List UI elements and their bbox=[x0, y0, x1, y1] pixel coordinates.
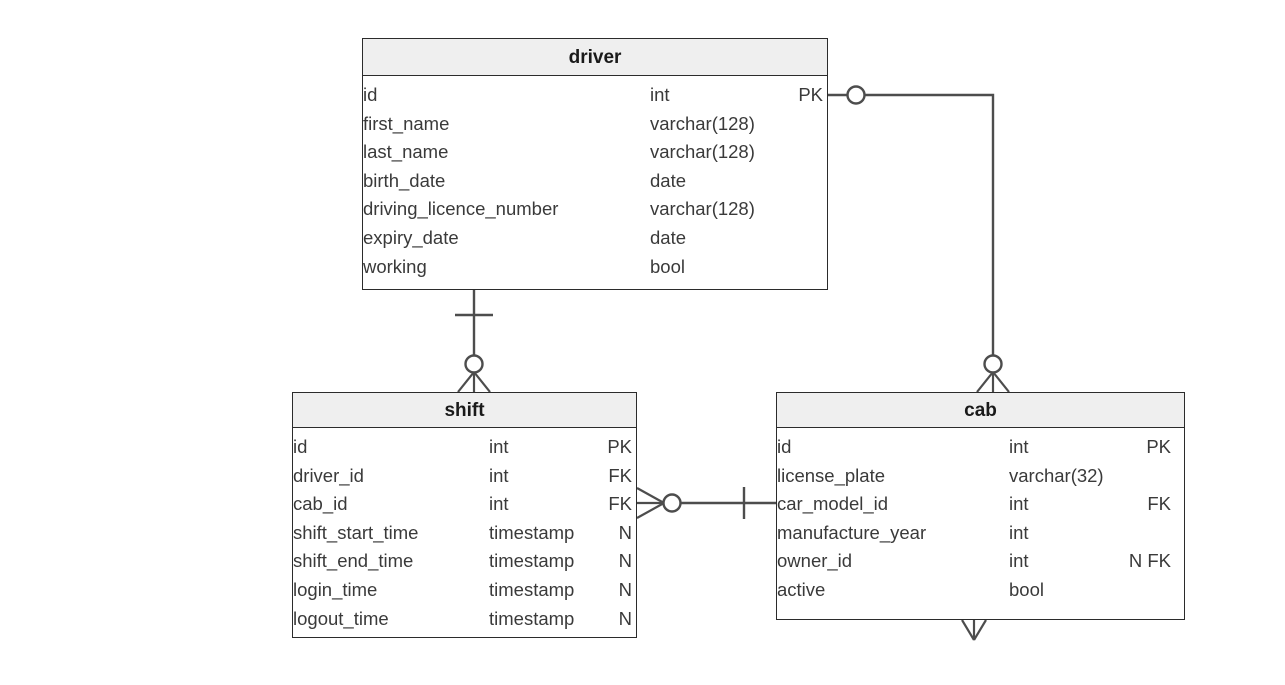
attribute-flag: PK bbox=[1146, 436, 1171, 457]
entity-driver-title: driver bbox=[363, 39, 827, 76]
attribute-row: shift_start_time timestamp N bbox=[293, 519, 636, 548]
crowfoot-shift-side bbox=[636, 487, 665, 519]
attribute-type: date bbox=[650, 169, 687, 191]
relationship-driver-shift bbox=[455, 290, 493, 393]
attribute-name: owner_id bbox=[777, 550, 853, 572]
attribute-row: logout_time timestamp N bbox=[293, 605, 636, 634]
attribute-flag: FK bbox=[1147, 493, 1171, 515]
cardinality-zero-circle bbox=[464, 354, 484, 374]
attribute-name: shift_start_time bbox=[293, 521, 419, 543]
attribute-name: driver_id bbox=[293, 464, 364, 486]
attribute-row: id int PK bbox=[293, 433, 636, 462]
cardinality-zero-circle bbox=[846, 85, 866, 105]
attribute-type: int bbox=[650, 84, 670, 105]
crowfoot-cab bbox=[976, 371, 1010, 393]
attribute-type: varchar(128) bbox=[650, 112, 755, 134]
attribute-row: id int PK bbox=[777, 433, 1184, 462]
cardinality-zero-circle bbox=[983, 354, 1003, 374]
attribute-flag: N FK bbox=[1128, 550, 1171, 572]
attribute-type: timestamp bbox=[489, 607, 575, 629]
cardinality-zero-circle bbox=[662, 493, 682, 513]
entity-shift-attributes: id int PK driver_id int FK cab_id int FK… bbox=[293, 428, 636, 633]
attribute-type: varchar(128) bbox=[650, 141, 755, 163]
attribute-type: int bbox=[489, 436, 509, 457]
attribute-row: cab_id int FK bbox=[293, 490, 636, 519]
attribute-row: expiry_date date bbox=[363, 224, 827, 253]
attribute-row: license_plate varchar(32) bbox=[777, 462, 1184, 491]
attribute-type: int bbox=[1009, 436, 1029, 457]
attribute-type: varchar(128) bbox=[650, 198, 755, 220]
attribute-name: active bbox=[777, 578, 826, 600]
relationship-driver-cab bbox=[828, 85, 1010, 393]
attribute-name: last_name bbox=[363, 141, 449, 163]
attribute-name: license_plate bbox=[777, 464, 885, 486]
attribute-row: shift_end_time timestamp N bbox=[293, 547, 636, 576]
attribute-name: working bbox=[363, 255, 427, 277]
attribute-type: int bbox=[1009, 493, 1029, 515]
attribute-row: driver_id int FK bbox=[293, 462, 636, 491]
attribute-row: driving_licence_number varchar(128) bbox=[363, 195, 827, 224]
attribute-name: birth_date bbox=[363, 169, 446, 191]
attribute-flag: PK bbox=[607, 436, 632, 457]
relationship-shift-cab bbox=[636, 487, 776, 519]
attribute-name: login_time bbox=[293, 578, 378, 600]
attribute-flag: N bbox=[618, 578, 632, 600]
entity-driver[interactable]: driver id int PK first_name varchar(128)… bbox=[362, 38, 828, 290]
attribute-type: int bbox=[489, 493, 509, 515]
attribute-name: cab_id bbox=[293, 493, 348, 515]
entity-shift[interactable]: shift id int PK driver_id int FK cab_id … bbox=[292, 392, 637, 638]
attribute-name: id bbox=[293, 436, 308, 457]
attribute-name: car_model_id bbox=[777, 493, 889, 515]
attribute-type: timestamp bbox=[489, 550, 575, 572]
attribute-name: expiry_date bbox=[363, 226, 459, 248]
crowfoot-shift bbox=[457, 371, 491, 393]
attribute-type: bool bbox=[650, 255, 685, 277]
attribute-row: manufacture_year int bbox=[777, 519, 1184, 548]
attribute-name: manufacture_year bbox=[777, 521, 927, 543]
attribute-flag: N bbox=[618, 521, 632, 543]
attribute-name: id bbox=[777, 436, 792, 457]
entity-cab-title: cab bbox=[777, 393, 1184, 428]
attribute-name: logout_time bbox=[293, 607, 389, 629]
attribute-flag: FK bbox=[608, 464, 632, 486]
attribute-row: active bool bbox=[777, 576, 1184, 605]
attribute-row: owner_id int N FK bbox=[777, 547, 1184, 576]
attribute-type: bool bbox=[1009, 578, 1044, 600]
attribute-name: shift_end_time bbox=[293, 550, 414, 572]
attribute-row: working bool bbox=[363, 253, 827, 282]
attribute-type: int bbox=[1009, 521, 1029, 543]
entity-cab[interactable]: cab id int PK license_plate varchar(32) … bbox=[776, 392, 1185, 620]
attribute-flag: FK bbox=[608, 493, 632, 515]
attribute-row: login_time timestamp N bbox=[293, 576, 636, 605]
attribute-flag: PK bbox=[798, 84, 823, 105]
entity-cab-attributes: id int PK license_plate varchar(32) car_… bbox=[777, 428, 1184, 605]
attribute-name: first_name bbox=[363, 112, 450, 134]
attribute-row: car_model_id int FK bbox=[777, 490, 1184, 519]
attribute-flag: N bbox=[618, 607, 632, 629]
attribute-name: id bbox=[363, 84, 378, 105]
attribute-type: int bbox=[489, 464, 509, 486]
attribute-type: timestamp bbox=[489, 578, 575, 600]
attribute-type: varchar(32) bbox=[1009, 464, 1104, 486]
attribute-name: driving_licence_number bbox=[363, 198, 559, 220]
attribute-row: first_name varchar(128) bbox=[363, 110, 827, 139]
attribute-flag: N bbox=[618, 550, 632, 572]
attribute-type: timestamp bbox=[489, 521, 575, 543]
attribute-row: birth_date date bbox=[363, 167, 827, 196]
attribute-row: last_name varchar(128) bbox=[363, 138, 827, 167]
entity-driver-attributes: id int PK first_name varchar(128) last_n… bbox=[363, 76, 827, 281]
relationship-cab-offscreen bbox=[961, 619, 987, 641]
entity-shift-title: shift bbox=[293, 393, 636, 428]
attribute-type: int bbox=[1009, 550, 1029, 572]
attribute-row: id int PK bbox=[363, 81, 827, 110]
attribute-type: date bbox=[650, 226, 687, 248]
